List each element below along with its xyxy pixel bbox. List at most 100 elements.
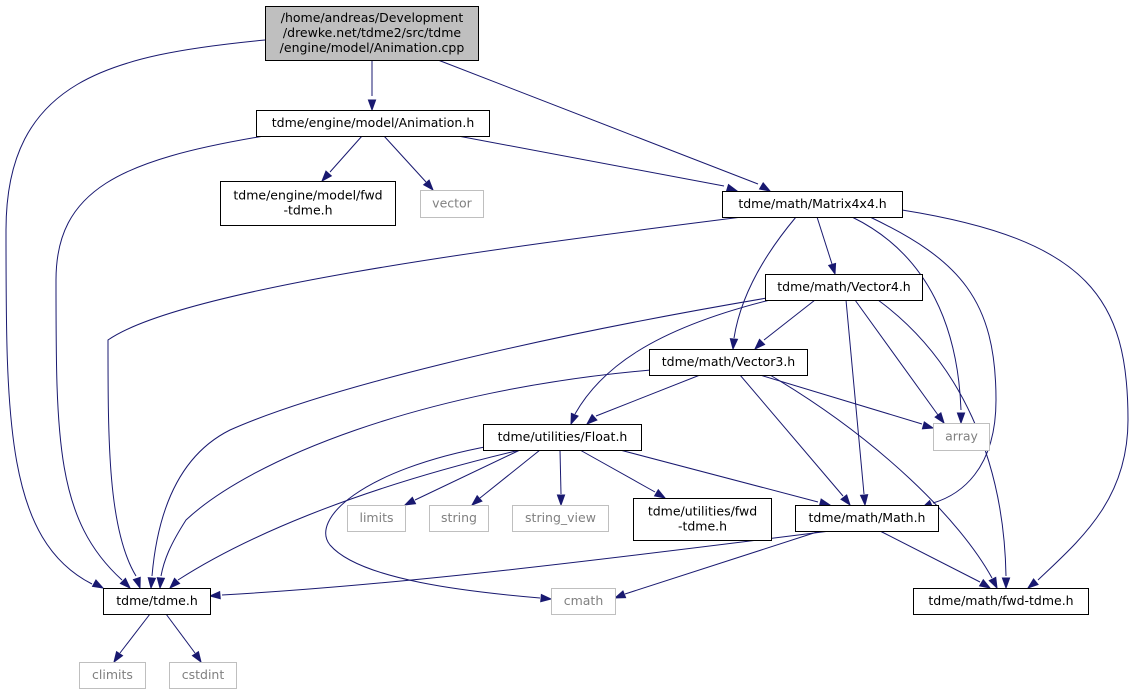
edge-arrowhead xyxy=(156,577,166,590)
node-vector3[interactable]: tdme/math/Vector3.h xyxy=(649,349,808,376)
node-label: -tdme.h xyxy=(678,519,727,534)
edge-animation_h-to-model_fwd xyxy=(321,135,363,183)
node-label: string xyxy=(441,510,477,525)
edge-root-to-animation_h xyxy=(367,60,377,112)
edge-arrowhead xyxy=(540,593,553,603)
node-label: tdme/math/Math.h xyxy=(809,510,926,525)
edge-float-to-tdme_h xyxy=(168,449,521,590)
edge-animation_h-to-matrix xyxy=(457,135,739,193)
edge-vector3-to-float xyxy=(585,374,701,425)
edge-line xyxy=(769,374,993,579)
node-vector4[interactable]: tdme/math/Vector4.h xyxy=(765,274,923,301)
node-label: tdme/utilities/fwd xyxy=(648,504,757,519)
edge-arrowhead xyxy=(956,412,966,425)
edge-line xyxy=(177,449,521,581)
node-matrix[interactable]: tdme/math/Matrix4x4.h xyxy=(722,191,903,218)
node-math-fwd[interactable]: tdme/math/fwd-tdme.h xyxy=(913,588,1089,615)
edges-layer xyxy=(5,39,1129,664)
edge-arrowhead xyxy=(827,262,837,276)
edge-arrowhead xyxy=(988,576,998,590)
node-box xyxy=(169,662,237,689)
edge-line xyxy=(325,445,541,599)
edge-arrowhead xyxy=(725,183,739,193)
edge-arrowhead xyxy=(470,494,483,506)
edge-vector3-to-math_fwd xyxy=(769,374,998,590)
node-box xyxy=(429,505,489,532)
node-limits: limits xyxy=(347,505,406,532)
node-tdme-h[interactable]: tdme/tdme.h xyxy=(103,588,211,615)
node-label: /home/andreas/Development xyxy=(281,10,464,25)
node-math-h[interactable]: tdme/math/Math.h xyxy=(795,505,939,532)
node-label: cmath xyxy=(564,593,604,608)
node-box xyxy=(256,110,490,137)
edge-vector4-to-math_fwd xyxy=(877,299,1011,590)
edge-root-to-tdme_h xyxy=(5,39,266,589)
edge-math_h-to-math_fwd xyxy=(879,530,992,589)
edge-arrowhead xyxy=(978,578,992,589)
node-label: climits xyxy=(92,667,133,682)
edge-line xyxy=(816,216,833,265)
node-label: tdme/math/Vector3.h xyxy=(662,354,795,369)
edge-line xyxy=(221,530,831,596)
edge-arrowhead xyxy=(585,413,598,425)
node-box xyxy=(633,498,772,541)
edge-arrowhead xyxy=(367,99,377,112)
node-climits: climits xyxy=(79,662,146,689)
node-label: tdme/math/Vector4.h xyxy=(777,279,910,294)
node-box xyxy=(420,190,484,218)
node-label: array xyxy=(945,429,978,444)
edge-float-to-string xyxy=(470,449,541,506)
edge-line xyxy=(879,530,981,583)
edge-line xyxy=(119,613,151,654)
node-animation-h[interactable]: tdme/engine/model/Animation.h xyxy=(256,110,490,137)
edge-float-to-string_view xyxy=(556,449,566,507)
edge-arrowhead xyxy=(168,577,181,590)
nodes-layer: /home/andreas/Development/drewke.net/tdm… xyxy=(79,6,1089,689)
edge-line xyxy=(901,209,1129,581)
edge-matrix-to-vector4 xyxy=(816,216,837,276)
node-box xyxy=(220,181,396,226)
edge-arrowhead xyxy=(921,421,935,430)
edge-line xyxy=(5,39,266,585)
edge-float-to-cmath xyxy=(325,445,553,603)
edge-arrowhead xyxy=(208,590,221,600)
edge-matrix-to-math_h xyxy=(869,216,997,509)
node-label: /engine/model/Animation.cpp xyxy=(280,40,465,55)
node-box xyxy=(913,588,1089,615)
node-label: -tdme.h xyxy=(283,203,332,218)
node-label: tdme/math/Matrix4x4.h xyxy=(738,196,886,211)
edge-matrix-to-array xyxy=(851,216,966,425)
edge-line xyxy=(559,449,562,495)
edge-line xyxy=(877,299,1007,577)
node-box xyxy=(795,505,939,532)
node-box xyxy=(765,274,923,301)
node-string: string xyxy=(429,505,489,532)
edge-arrowhead xyxy=(321,170,333,183)
edge-vector4-to-math_h xyxy=(845,299,869,507)
node-label: cstdint xyxy=(182,667,225,682)
node-model-fwd[interactable]: tdme/engine/model/fwd-tdme.h xyxy=(220,181,396,226)
edge-float-to-math_h xyxy=(619,449,832,507)
edge-line xyxy=(579,449,656,493)
node-box xyxy=(79,662,146,689)
edge-arrowhead xyxy=(758,181,772,192)
edge-matrix-to-math_fwd xyxy=(901,209,1129,589)
node-label: tdme/math/fwd-tdme.h xyxy=(928,593,1073,608)
node-box xyxy=(933,423,990,451)
edge-arrowhead xyxy=(119,577,132,590)
edge-arrowhead xyxy=(570,412,579,426)
node-root[interactable]: /home/andreas/Development/drewke.net/tdm… xyxy=(265,6,479,61)
edge-animation_h-to-tdme_h xyxy=(55,135,265,590)
node-float[interactable]: tdme/utilities/Float.h xyxy=(483,424,642,451)
node-util-fwd[interactable]: tdme/utilities/fwd-tdme.h xyxy=(633,498,772,541)
edge-line xyxy=(457,135,725,187)
edge-line xyxy=(55,135,265,581)
node-label: string_view xyxy=(525,510,596,525)
edge-line xyxy=(619,449,819,503)
edge-line xyxy=(739,374,844,497)
node-box xyxy=(551,588,616,615)
edge-line xyxy=(437,59,759,185)
node-label: tdme/utilities/Float.h xyxy=(498,429,628,444)
edge-arrowhead xyxy=(403,496,417,506)
